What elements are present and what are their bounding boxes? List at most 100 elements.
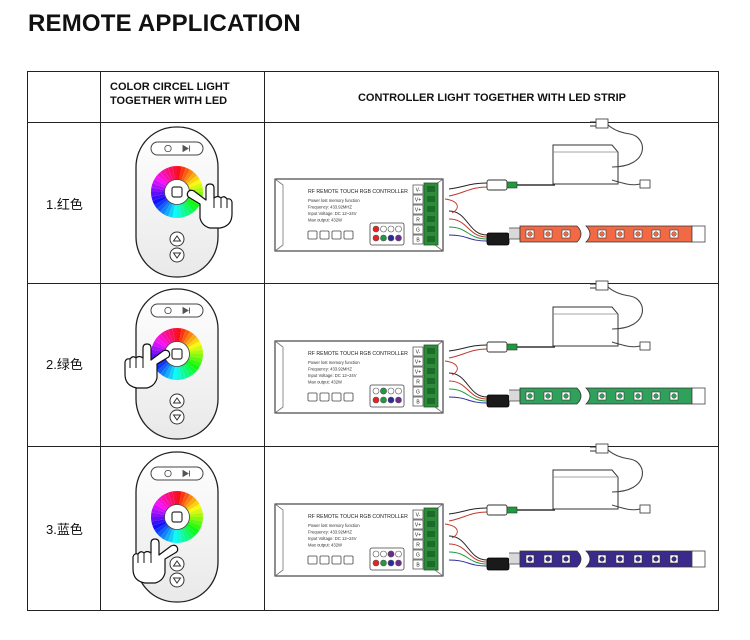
power-play-bar <box>150 141 204 156</box>
indicator-led <box>387 559 395 567</box>
cert-mark-icon <box>331 555 342 565</box>
triangle-down-icon <box>172 414 182 421</box>
row-label-red: 1.红色 <box>46 197 83 212</box>
terminal-label: V- <box>416 188 421 194</box>
brightness-up-button <box>169 231 185 247</box>
controller-spec-line: Power lost memory function <box>308 198 360 203</box>
strip-connector <box>486 394 510 408</box>
rgb-wire <box>448 380 488 400</box>
controller-spec-line: Input Voltage: DC 12~24V <box>308 211 357 216</box>
row-label-blue: 3.蓝色 <box>46 522 83 537</box>
terminal-block <box>423 507 439 571</box>
column-divider <box>100 72 101 610</box>
terminal-label-box <box>412 539 424 550</box>
row-label-green: 2.绿色 <box>46 357 83 372</box>
strip-end-cap <box>691 387 706 405</box>
controller-spec-line: Frequency: 433.92MHZ <box>308 367 352 372</box>
terminal-label: G <box>416 553 420 559</box>
power-adapter <box>552 306 619 347</box>
terminal-label: V- <box>416 350 421 356</box>
indicator-led <box>372 559 380 567</box>
pointing-hand-icon <box>124 343 171 389</box>
indicator-led <box>380 225 387 233</box>
indicator-led <box>380 396 387 404</box>
power-wire <box>448 511 488 522</box>
controller-spec-line: Max output: 432W <box>308 380 342 385</box>
cert-mark-icon <box>343 555 354 565</box>
cert-mark-icon <box>307 392 318 402</box>
play-pause-icon <box>182 144 190 153</box>
terminal-label-box <box>412 204 424 215</box>
terminal-label: V+ <box>415 360 421 366</box>
column-divider <box>264 72 265 610</box>
wiring-and-strip <box>444 118 706 246</box>
power-icon <box>164 144 172 153</box>
pointing-hand-icon <box>132 538 179 584</box>
terminal-label-box <box>412 386 424 397</box>
cert-mark-icon <box>307 230 318 240</box>
color-wheel <box>151 491 203 544</box>
terminal-block <box>423 182 439 246</box>
cert-mark-icon <box>343 392 354 402</box>
application-table: COLOR CIRCEL LIGHT TOGETHER WITH LED CON… <box>27 71 719 611</box>
terminal-label-box <box>412 366 424 377</box>
rf-touch-remote <box>132 451 219 603</box>
cert-mark-icon <box>319 555 330 565</box>
controller-title: RF REMOTE TOUCH RGB CONTROLLER <box>308 351 408 357</box>
power-wire <box>448 507 488 515</box>
indicator-led <box>395 559 402 567</box>
header-controller: CONTROLLER LIGHT TOGETHER WITH LED STRIP <box>357 92 627 104</box>
indicator-led <box>380 550 387 558</box>
triangle-up-icon <box>172 397 182 404</box>
terminal-label: V+ <box>415 533 421 539</box>
brightness-down-button <box>169 409 185 425</box>
indicator-led <box>380 234 387 242</box>
indicator-led <box>372 234 380 242</box>
controller-title: RF REMOTE TOUCH RGB CONTROLLER <box>308 514 408 520</box>
strip-end-cap <box>691 550 706 568</box>
diagram-row: RF REMOTE TOUCH RGB CONTROLLER Power lost… <box>135 118 706 278</box>
strip-connector <box>486 557 510 571</box>
ac-cord <box>606 123 643 168</box>
terminal-label-box <box>412 184 424 195</box>
rgb-wire <box>448 543 488 563</box>
terminal-label: G <box>416 390 420 396</box>
terminal-label: V+ <box>415 523 421 529</box>
terminal-label-box <box>412 224 424 235</box>
rgb-wire <box>448 372 488 398</box>
cert-mark-icon <box>331 230 342 240</box>
strip-end-cap <box>691 225 706 243</box>
header-divider <box>28 122 718 123</box>
terminal-label: V- <box>416 513 421 519</box>
header-remote: COLOR CIRCEL LIGHT TOGETHER WITH LED <box>110 81 230 107</box>
power-adapter <box>552 469 619 510</box>
rf-touch-remote <box>124 288 219 440</box>
dc-plug <box>486 341 508 353</box>
rgb-wire <box>448 218 488 238</box>
controller-spec-line: Max output: 432W <box>308 543 342 548</box>
triangle-down-icon <box>172 577 182 584</box>
dc-plug <box>486 179 508 191</box>
indicator-led <box>387 550 395 558</box>
cert-mark-icon <box>319 230 330 240</box>
rgb-wire <box>448 210 488 236</box>
terminal-label: R <box>416 218 420 224</box>
terminal-label: V+ <box>415 370 421 376</box>
cert-mark-icon <box>331 392 342 402</box>
indicator-led <box>372 396 380 404</box>
terminal-label-box <box>412 559 424 570</box>
rgb-wire <box>448 551 488 565</box>
power-wire <box>448 186 488 197</box>
terminal-block <box>423 344 439 408</box>
indicator-led <box>395 387 402 395</box>
terminal-label-box <box>412 376 424 387</box>
controller-spec-line: Input Voltage: DC 12~24V <box>308 373 357 378</box>
rgb-wire <box>448 226 488 240</box>
controller-title: RF REMOTE TOUCH RGB CONTROLLER <box>308 189 408 195</box>
indicator-led <box>387 225 395 233</box>
page-title: REMOTE APPLICATION <box>28 10 301 37</box>
brightness-up-button <box>169 393 185 409</box>
